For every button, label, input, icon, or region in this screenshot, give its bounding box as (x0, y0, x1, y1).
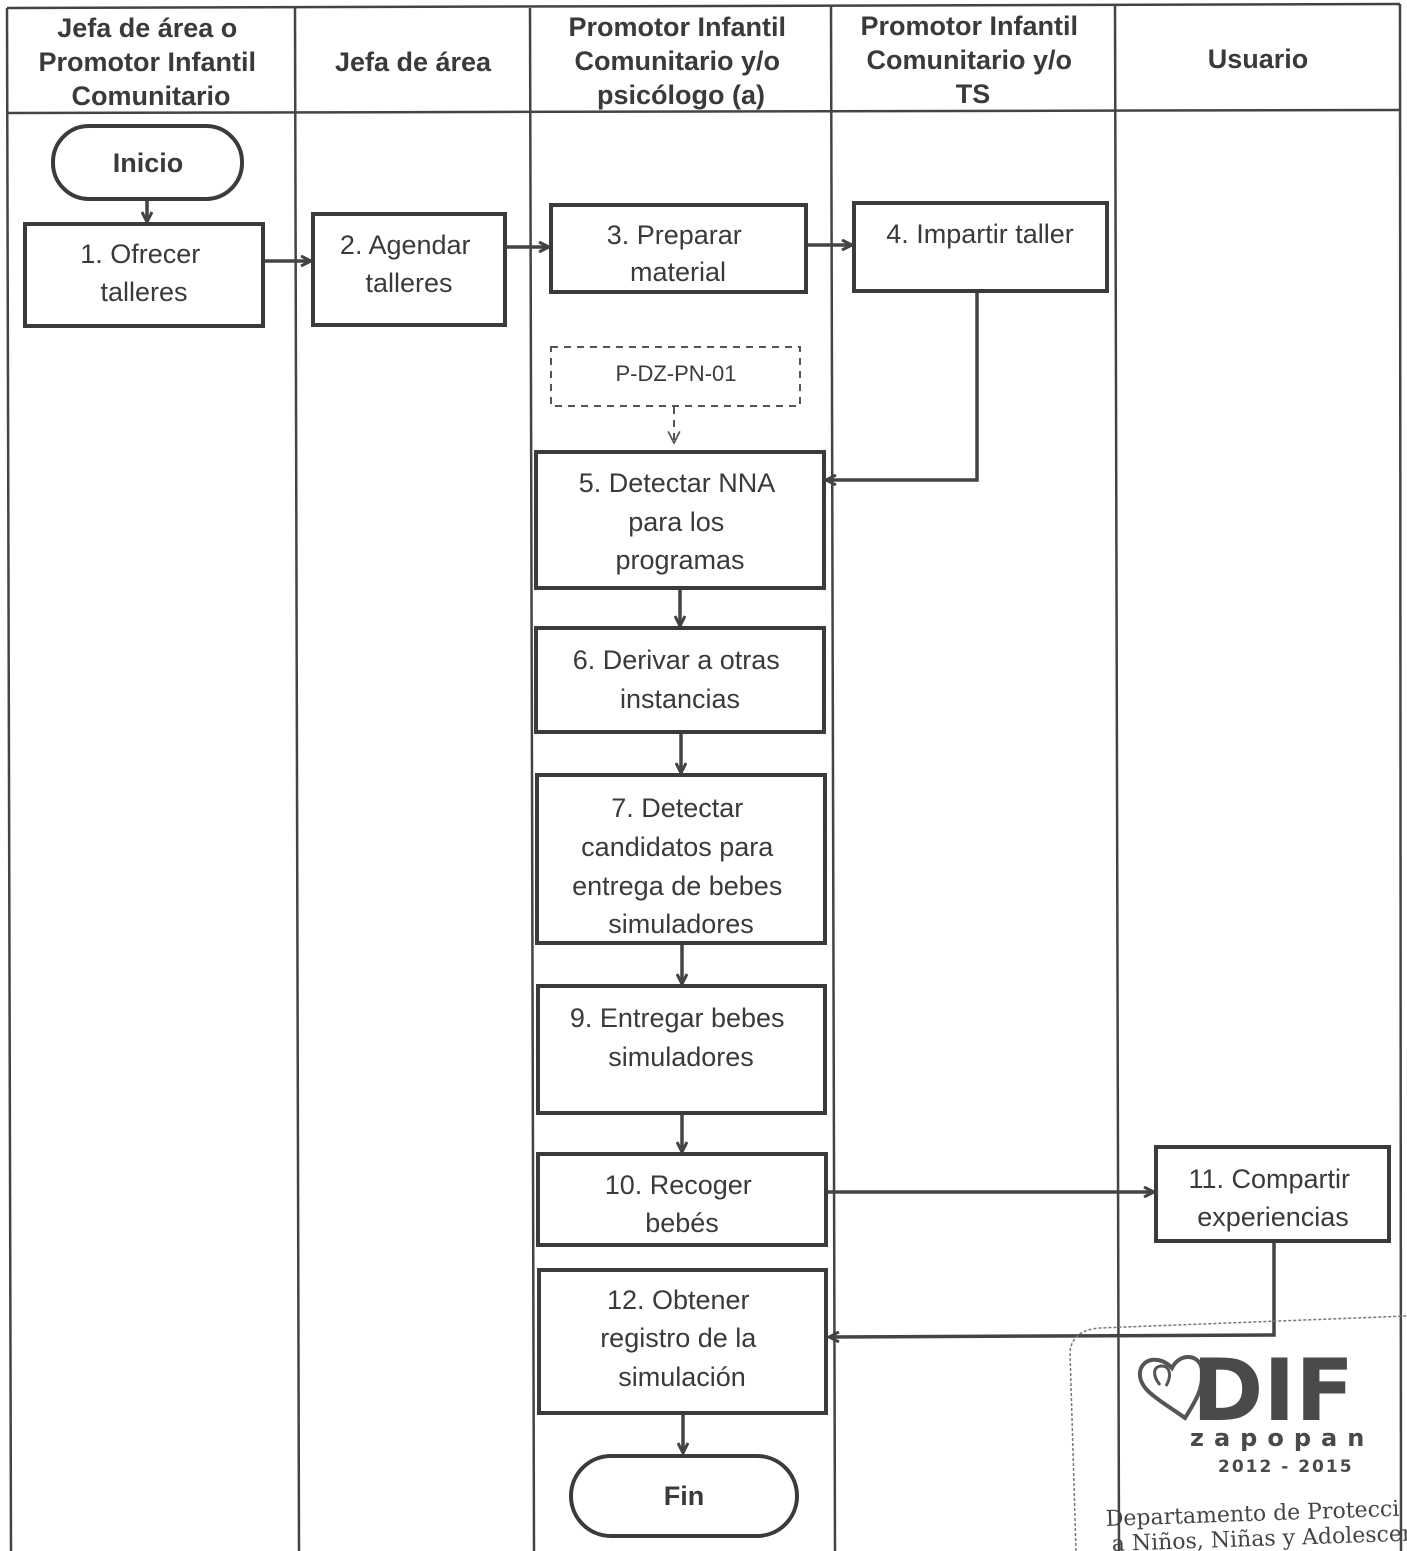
step-7-detectar-candidatos: 7. Detectar candidatos para entrega de b… (535, 773, 827, 945)
step-12-obtener-registro: 12. Obtener registro de la simulación (537, 1268, 828, 1415)
lane-header-promotor-ts: Promotor Infantil Comunitario y/o TS (860, 11, 1085, 109)
start-label: Inicio (113, 148, 184, 178)
end-label: Fin (664, 1481, 705, 1511)
reference-document: P-DZ-PN-01 (550, 346, 801, 407)
end-terminal: Fin (569, 1454, 799, 1538)
step-1-ofrecer-talleres: 1. Ofrecer talleres (23, 222, 265, 328)
dif-logo-text: DIF (1192, 1341, 1354, 1441)
connectors (147, 200, 1276, 1453)
arrow-4-to-5 (826, 292, 979, 480)
step-5-detectar-nna: 5. Detectar NNA para los programas (534, 450, 826, 590)
step-10-label: 10. Recoger bebés (605, 1170, 760, 1238)
lane-header-jefa-o-promotor: Jefa de área o Promotor Infantil Comunit… (38, 13, 263, 111)
step-3-label: 3. Preparar material (607, 220, 750, 287)
step-10-recoger-bebes: 10. Recoger bebés (536, 1152, 828, 1247)
dif-years-text: 2012 - 2015 (1218, 1457, 1354, 1477)
step-3-preparar-material: 3. Preparar material (549, 203, 808, 294)
step-9-label: 9. Entregar bebes simuladores (570, 1003, 792, 1072)
step-6-label: 6. Derivar a otras instancias (573, 645, 788, 714)
heart-icon (1137, 1355, 1205, 1421)
step-2-label: 2. Agendar talleres (340, 230, 478, 298)
step-4-label: 4. Impartir taller (886, 219, 1074, 249)
lane-header-promotor-psicologo: Promotor Infantil Comunitario y/o psicól… (568, 12, 793, 110)
step-12-label: 12. Obtener registro de la simulación (600, 1285, 764, 1392)
step-7-label: 7. Detectar candidatos para entrega de b… (572, 793, 790, 939)
step-6-derivar-instancias: 6. Derivar a otras instancias (534, 626, 826, 734)
lane-grid (5, 2, 1403, 1551)
step-11-label: 11. Compartir experiencias (1188, 1164, 1357, 1232)
step-9-entregar-bebes: 9. Entregar bebes simuladores (536, 984, 827, 1115)
step-4-impartir-taller: 4. Impartir taller (852, 201, 1109, 293)
dif-stamp: DIF zapopan 2012 - 2015 Departamento de … (1069, 1315, 1407, 1551)
step-5-label: 5. Detectar NNA para los programas (579, 468, 782, 575)
dif-city-text: zapopan (1190, 1424, 1374, 1452)
step-1-label: 1. Ofrecer talleres (80, 239, 208, 307)
step-2-agendar-talleres: 2. Agendar talleres (311, 212, 507, 327)
arrow-11-to-12 (829, 1242, 1276, 1337)
reference-label: P-DZ-PN-01 (615, 361, 736, 386)
lane-header-jefa-de-area: Jefa de área (335, 47, 492, 77)
step-11-compartir-experiencias: 11. Compartir experiencias (1154, 1145, 1391, 1243)
start-terminal: Inicio (51, 124, 244, 201)
lane-header-usuario: Usuario (1208, 44, 1309, 74)
